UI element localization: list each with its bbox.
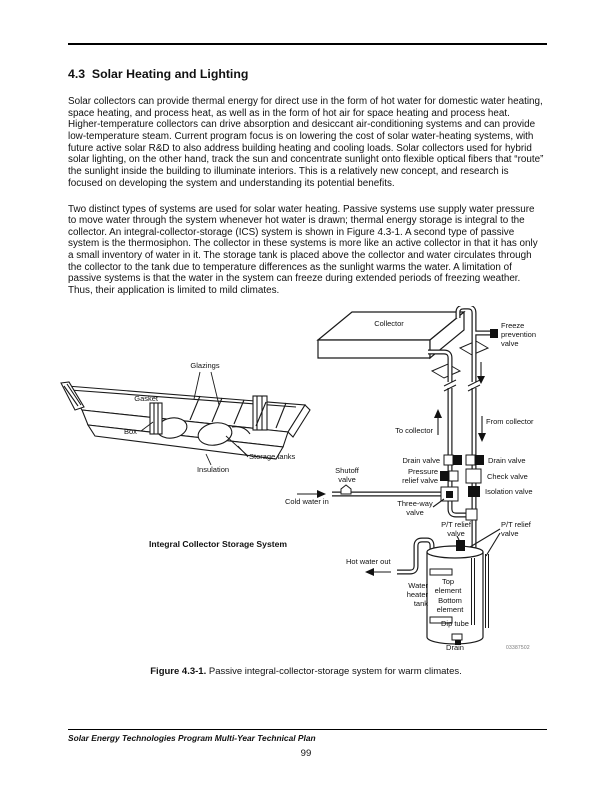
label-from-collector: From collector (486, 417, 534, 426)
paragraph-1: Solar collectors can provide thermal ene… (68, 96, 544, 189)
label-shutoff-valve: Shutoff valve (335, 466, 359, 484)
label-cold-water-in: Cold water in (285, 497, 329, 506)
ics-collector-drawing (60, 381, 311, 460)
footer-document-title: Solar Energy Technologies Program Multi-… (68, 733, 316, 743)
label-dip-tube: Dip tube (441, 619, 469, 628)
label-hot-water-out: Hot water out (346, 557, 391, 566)
ics-leader-lines (140, 371, 249, 466)
label-top-element: Top element (434, 577, 462, 595)
label-isolation-valve: Isolation valve (485, 487, 533, 496)
figure-diagram-art (60, 306, 501, 645)
label-three-way-valve: Three-way valve (397, 499, 433, 517)
ics-system-title: Integral Collector Storage System (148, 539, 288, 549)
roof-flashings (430, 340, 490, 379)
dip-tube-pipe-inner (472, 554, 488, 628)
figure-caption-label: Figure 4.3-1. (150, 666, 207, 677)
label-gasket: Gasket (134, 394, 158, 403)
pipe-breaks (443, 379, 481, 392)
section-heading: 4.3 Solar Heating and Lighting (68, 67, 249, 81)
label-to-collector: To collector (395, 426, 433, 435)
footer-rule (68, 729, 547, 730)
label-drain: Drain (446, 643, 464, 652)
figure-caption-text: Passive integral-collector-storage syste… (208, 666, 462, 677)
collector-box (316, 310, 466, 360)
page-number: 99 (300, 748, 312, 759)
label-water-heater-tank: Water heater tank (406, 581, 428, 608)
flow-arrows-and-leaders (297, 362, 501, 573)
label-storage-tanks: Storage tanks (249, 452, 296, 461)
paragraph-2: Two distinct types of systems are used f… (68, 203, 538, 297)
label-drain-valve-left: Drain valve (402, 456, 440, 465)
label-check-valve: Check valve (487, 472, 528, 481)
black-valves (317, 329, 498, 645)
label-glazings: Glazings (190, 361, 220, 370)
figure-caption: Figure 4.3-1. Passive integral-collector… (0, 666, 612, 677)
label-pt-relief-valve-tank: P/T relief valve (441, 520, 471, 538)
figure-4-3-1: Glazings Gasket Box Insulation Storage t… (0, 306, 612, 664)
label-pressure-relief-valve: Pressure relief valve (402, 467, 438, 485)
label-freeze-prevention-valve: Freeze prevention valve (501, 321, 537, 348)
label-insulation: Insulation (196, 465, 230, 474)
label-box: Box (124, 427, 137, 436)
label-drain-valve-right: Drain valve (488, 456, 526, 465)
label-bottom-element: Bottom element (436, 596, 464, 614)
figure-id-number: 03387502 (506, 645, 530, 651)
label-pt-relief-valve-right: P/T relief valve (501, 520, 531, 538)
header-rule (68, 43, 547, 45)
label-collector: Collector (374, 319, 404, 328)
